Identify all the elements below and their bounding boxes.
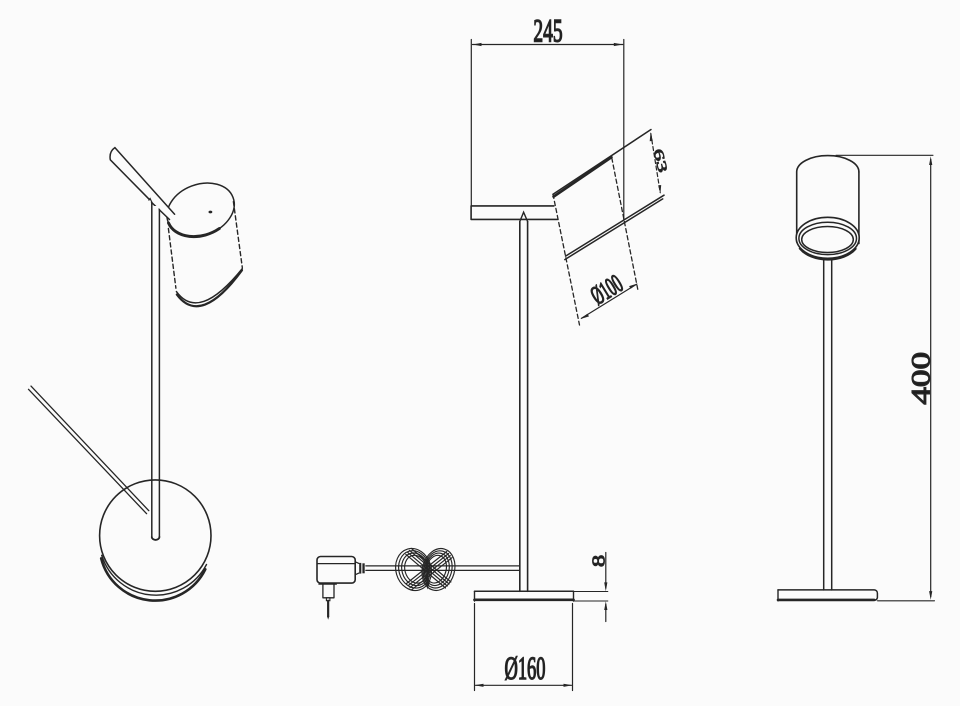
svg-text:8: 8	[589, 555, 609, 567]
svg-text:63: 63	[650, 147, 670, 174]
svg-text:245: 245	[533, 12, 562, 49]
svg-text:Ø160: Ø160	[504, 649, 545, 686]
svg-text:400: 400	[906, 352, 935, 405]
